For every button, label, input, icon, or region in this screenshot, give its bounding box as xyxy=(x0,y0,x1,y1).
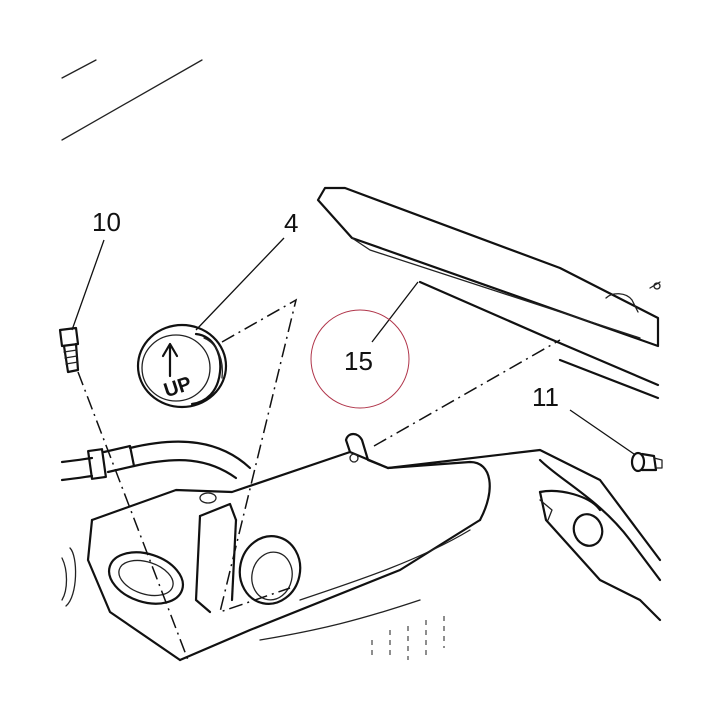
frame-bracket xyxy=(61,432,662,662)
assembly-lines xyxy=(77,298,561,661)
part-10-bolt xyxy=(58,326,80,374)
part-4-up-cap: UP xyxy=(136,323,228,409)
hidden-lines xyxy=(371,616,445,660)
part-11-screw xyxy=(630,451,663,473)
leader-lines xyxy=(71,237,635,455)
part-15-cover-panel xyxy=(316,186,661,400)
callout-4: 4 xyxy=(284,208,298,238)
hose xyxy=(60,440,252,482)
callout-11: 11 xyxy=(532,382,559,412)
top-left-construction-lines xyxy=(61,59,203,141)
callout-10: 10 xyxy=(92,207,121,237)
up-arrow-icon xyxy=(161,342,179,378)
highlight-circle xyxy=(310,309,410,409)
callout-15: 15 xyxy=(344,346,373,376)
callout-labels: 10 4 15 11 xyxy=(92,207,559,412)
